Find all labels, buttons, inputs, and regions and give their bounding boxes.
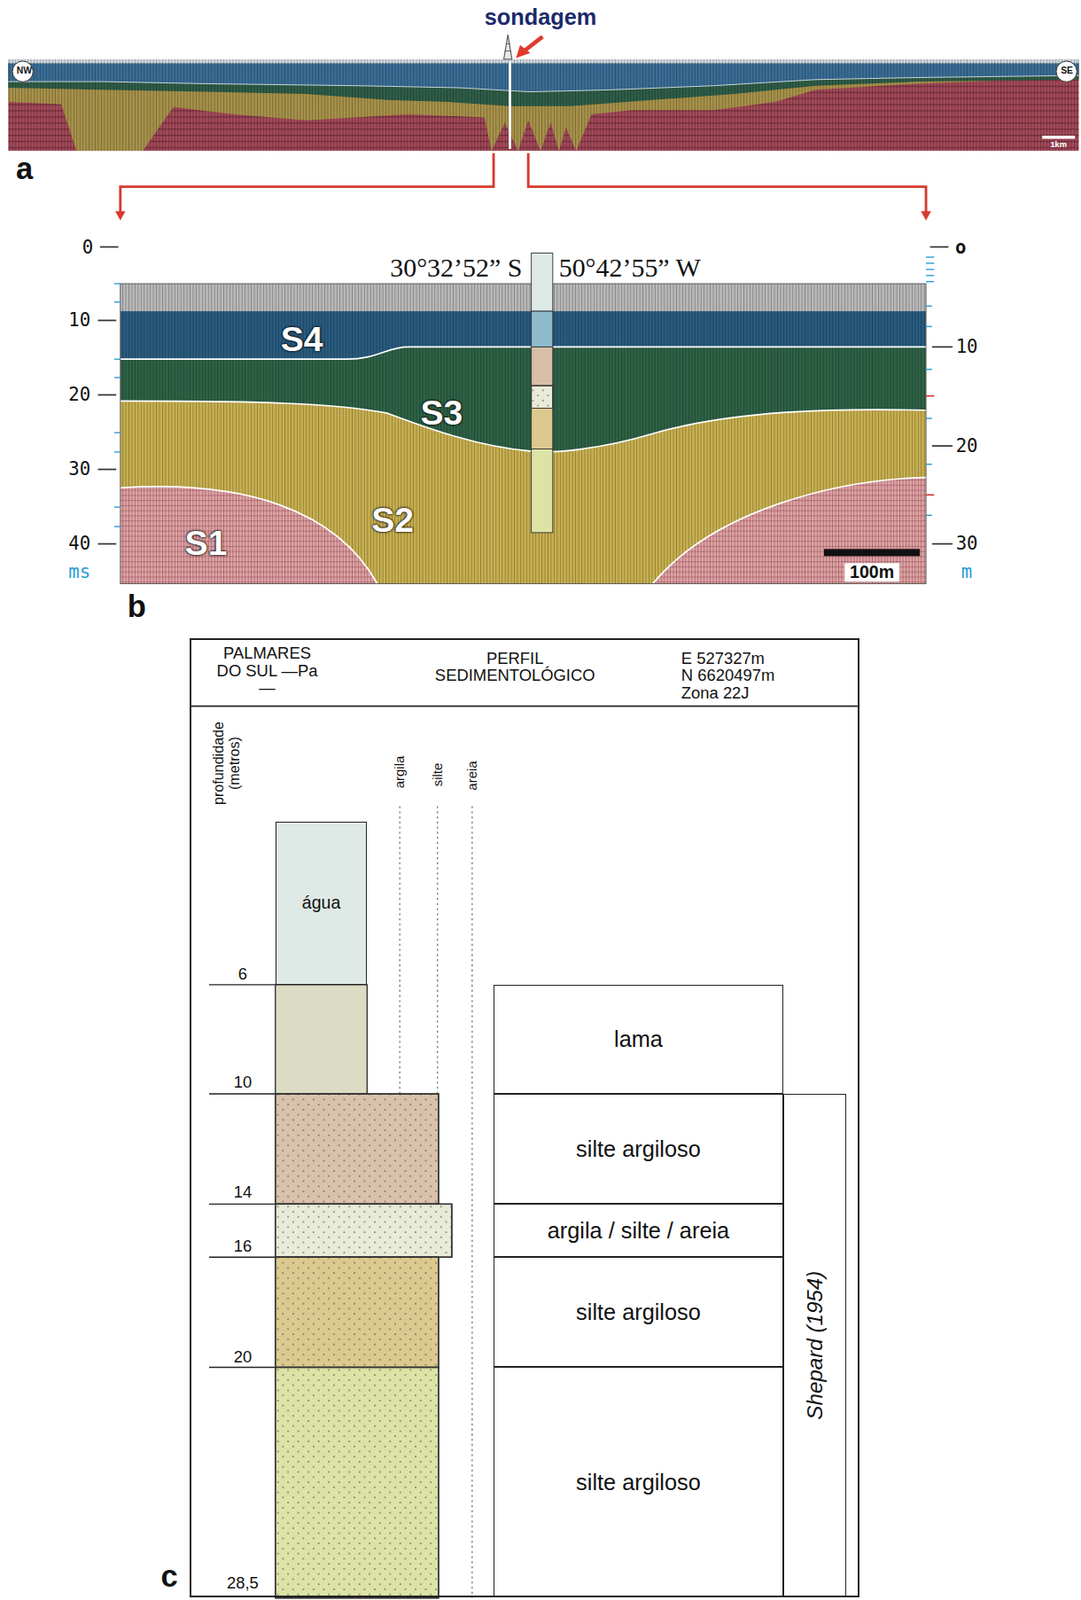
panel-letter: c — [155, 1558, 184, 1593]
reflector-texture — [7, 59, 1079, 152]
cell-text: silte argiloso — [575, 1136, 701, 1161]
coordinate-label: 30°32’52” S — [389, 252, 522, 282]
grain-size-label: areia — [465, 760, 480, 790]
axis-tick: 10 — [956, 336, 979, 358]
scale-bar — [824, 548, 920, 556]
callout-label: sondagem — [484, 5, 598, 31]
reflector-texture — [120, 283, 926, 584]
panel-border — [120, 283, 926, 584]
axis-tick: 20 — [956, 435, 979, 457]
axis-unit: ms — [68, 560, 91, 582]
unit-label: S2 — [371, 500, 414, 539]
log-frame: PALMARES DO SUL —Pa— PERFIL SEDIMENTOLÓGI… — [189, 637, 860, 1597]
scale-label: 100m — [844, 562, 900, 583]
header-rule — [189, 705, 860, 708]
unit-s2 — [120, 283, 926, 584]
lithology-cell: silte argiloso — [493, 1366, 784, 1597]
axis-ticks — [114, 256, 934, 527]
header-text: PALMARES DO SUL —Pa— — [216, 644, 318, 696]
unit-label: S4 — [280, 320, 324, 359]
axis-tick: 0 — [82, 236, 94, 257]
lithology-cell: silte argiloso — [493, 1093, 784, 1204]
borehole-column — [531, 252, 553, 532]
panel-letter: b — [122, 589, 152, 623]
horizon-line — [120, 400, 926, 452]
scale-label: 1km — [1049, 139, 1066, 149]
trace-texture — [120, 283, 926, 584]
axis-tick: 20 — [68, 384, 91, 405]
lithology-cell: silte argiloso — [493, 1256, 784, 1367]
horizon-line — [653, 477, 926, 584]
depth-tick: 28,5 — [226, 1573, 259, 1592]
cell-text: argila / silte / areia — [547, 1218, 730, 1243]
reference-box: Shepard (1954) — [783, 1093, 847, 1598]
depth-tick: 16 — [233, 1236, 252, 1255]
cell-text: lama — [614, 1026, 663, 1051]
drill-rig-icon — [504, 34, 544, 60]
basement-unit — [7, 59, 1079, 152]
cell-text: silte argiloso — [575, 1469, 701, 1494]
grain-size-label: argila — [392, 755, 407, 789]
water-cell: água — [275, 821, 368, 985]
scale-bar — [1042, 135, 1075, 139]
axis-ticks — [925, 396, 934, 496]
unit-s1 — [120, 283, 926, 584]
depth-tick: 10 — [233, 1073, 252, 1091]
axis-dash — [97, 247, 952, 545]
trace-texture — [7, 59, 1079, 152]
depth-rule — [209, 984, 276, 1368]
cell-text: NW — [16, 66, 32, 77]
depth-tick: 14 — [233, 1182, 252, 1201]
axis-tick: 30 — [68, 458, 91, 480]
lithology-cell: lama — [493, 984, 784, 1094]
cell-text: Shepard (1954) — [803, 1270, 826, 1420]
depth-tick: 6 — [238, 964, 248, 983]
circle-shape — [1056, 61, 1077, 82]
regional-profile — [7, 59, 1079, 152]
unit-label: S1 — [185, 524, 228, 563]
detail-profile — [120, 283, 926, 584]
borehole-line — [508, 61, 512, 149]
zoom-bracket — [115, 153, 932, 221]
horizon-line — [7, 75, 1079, 92]
axis-tick: o — [955, 236, 966, 257]
axis-tick: 40 — [68, 533, 91, 554]
compass-circle: NW — [11, 60, 38, 83]
horizon-line — [120, 486, 378, 584]
compass-circle: SE — [1055, 60, 1079, 83]
axis-title: profundidade (metros) — [210, 716, 242, 809]
cell-text: silte argiloso — [575, 1299, 701, 1324]
cell-text: água — [302, 893, 341, 912]
axis-tick: 10 — [68, 310, 91, 331]
header-text: PERFIL SEDIMENTOLÓGICO — [427, 649, 604, 685]
horizon-line — [120, 346, 926, 359]
lithology-cell: argila / silte / areia — [493, 1203, 784, 1257]
axis-unit: m — [961, 560, 973, 582]
cell-text: SE — [1060, 66, 1074, 77]
unit-label: S3 — [419, 394, 463, 433]
log-column — [275, 984, 452, 1598]
grain-size-label: silte — [430, 762, 445, 786]
depth-tick: 20 — [233, 1347, 252, 1366]
axis-tick: 30 — [956, 533, 979, 554]
header-text: E 527327m N 6620497m Zona 22J — [681, 649, 778, 701]
panel-letter: a — [10, 151, 39, 186]
coordinate-label: 50°42’55” W — [559, 252, 701, 282]
circle-shape — [12, 61, 33, 82]
